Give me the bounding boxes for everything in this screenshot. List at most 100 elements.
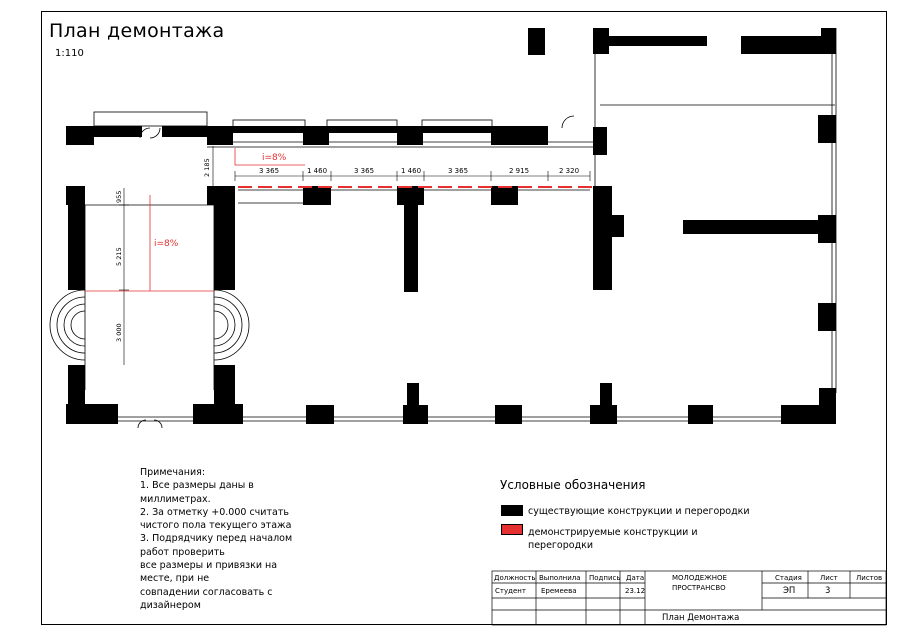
dim-label-vertical: 5 215 [115,247,123,266]
note-line: совпадении согласовать с [140,586,273,598]
dim-label: 1 460 [307,167,327,175]
column [491,186,518,205]
tb-header-sheets: Листов [856,574,883,582]
column [688,405,713,424]
column [600,383,612,405]
dim-label-vertical: 955 [115,191,123,203]
tb-performed-value: Еремеева [541,587,577,595]
window-bay-left [93,111,208,127]
tb-header-performed: Выполнила [539,574,581,582]
wall-seg [233,126,303,133]
tb-sheet-value: 3 [825,586,831,596]
plan-labels: i=8% i=8% 3 365 1 460 3 365 1 460 3 365 … [115,153,579,342]
staircase-left [49,289,86,361]
note-line: миллиметрах. [140,493,211,505]
column [818,215,836,243]
tb-project-line2: ПРОСТРАНСВО [672,584,726,592]
door-arc [561,115,575,129]
wall-seg [609,36,707,46]
tb-date-value: 23.12 [625,587,646,595]
column [306,405,334,424]
tb-stage-value: ЭП [783,586,796,596]
note-line: 3. Подрядчику перед началом [140,533,293,545]
wall-seg [214,205,235,290]
column [590,405,617,424]
legend-swatch-existing [501,505,523,516]
tb-header-stage: Стадия [775,574,802,582]
tb-header-sheet: Лист [820,574,838,582]
existing-structures [66,28,836,424]
dim-label: 2 915 [509,167,529,175]
dim-label: 3 365 [448,167,468,175]
wall-seg [66,126,94,145]
dim-label: 1 460 [401,167,421,175]
entrance-door-bottom [137,419,163,429]
dim-label: 3 365 [259,167,279,175]
column [303,186,331,205]
column [821,28,836,54]
tb-position-value: Студент [495,587,526,595]
entrance-door-top [139,127,161,139]
tb-drawing-name: План Демонтажа [662,613,740,623]
slope-arrow-top [234,148,305,166]
legend-swatch-demolished [501,524,523,535]
dim-label: 3 365 [354,167,374,175]
wall-seg [66,404,118,424]
column [818,303,836,331]
dim-label-vertical: 2 185 [203,158,211,177]
note-line: дизайнером [140,599,201,611]
column [593,28,609,54]
column [528,28,545,55]
column [593,186,612,290]
tb-header-signature: Подпись [589,574,621,582]
note-line: чистого пола текущего этажа [140,520,292,532]
wall-seg [741,36,821,54]
note-line: работ проверить [140,546,225,558]
column [303,126,329,145]
drawing-scale: 1:110 [55,48,84,59]
dimension-lines [119,146,591,365]
wall-seg [193,404,243,424]
legend-title: Условные обозначения [500,478,646,492]
wall-seg [683,220,820,234]
note-line: все размеры и привязки на [140,560,278,572]
wall-seg [329,126,397,133]
note-line: месте, при не [140,573,210,585]
column [495,405,522,424]
tb-header-position: Должность [494,574,536,582]
slope-label-top: i=8% [262,153,287,163]
wall-seg [94,126,142,137]
column [404,205,418,292]
column [819,388,836,424]
slope-indicators [85,148,305,292]
tb-project-line1: МОЛОДЕЖНОЕ [672,574,727,582]
legend-label-demolished: демонстрируемые конструкции и перегородк… [528,527,698,551]
column [207,126,233,145]
title-block [491,570,887,626]
column [66,186,85,205]
dim-label: 2 320 [559,167,579,175]
drawing-sheet-frame [41,11,887,625]
wall-seg [68,205,85,290]
slope-label-left: i=8% [154,239,179,249]
note-line: 2. За отметку +0.000 считать [140,506,289,518]
column [818,115,836,143]
wall-seg [68,365,85,415]
dim-label-vertical: 3 000 [115,323,123,342]
column [593,127,607,155]
column [397,126,423,145]
column [781,405,819,424]
staircase-right [213,289,250,361]
tb-header-date: Дата [626,574,645,582]
wall-seg [162,126,207,137]
wall-seg [214,365,235,415]
wall-seg [423,126,491,133]
notes-heading: Примечания: [140,467,206,478]
legend-label-existing: существующие конструкции и перегородки [528,506,750,517]
note-line: 1. Все размеры даны в [140,480,254,492]
column [407,383,419,405]
drawing-title: План демонтажа [49,20,225,42]
notes-block: Примечания: 1. Все размеры даны в миллим… [140,466,292,612]
column [397,186,424,205]
